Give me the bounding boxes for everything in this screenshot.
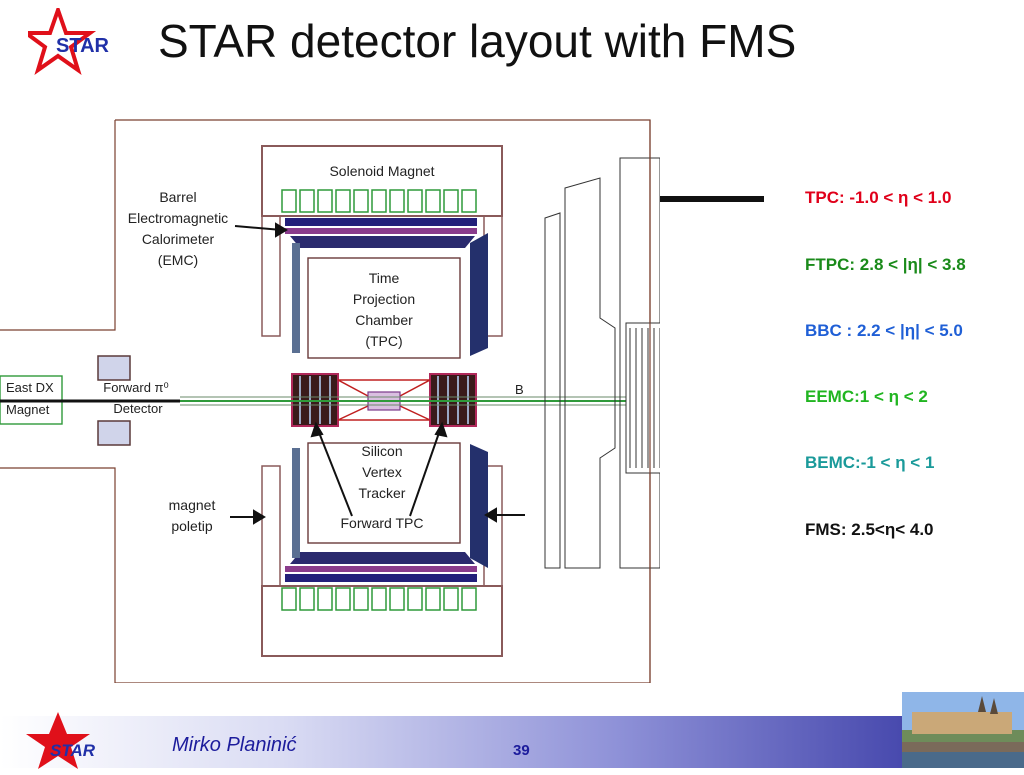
footer-star-logo: STAR (12, 712, 104, 770)
label-ftpc: Forward TPC (341, 515, 424, 531)
coverage-tpc: TPC: -1.0 < η < 1.0 (805, 188, 952, 207)
label-eastdx-1: East DX (6, 380, 54, 395)
label-poletip-1: magnet (169, 497, 216, 513)
coverage-fms: FMS: 2.5<η< 4.0 (805, 520, 934, 539)
tpc-chamber-top (307, 257, 461, 359)
footer-bar (0, 716, 1024, 768)
emc-trapezoid-bottom (290, 552, 475, 564)
label-tpc-3: Chamber (355, 312, 413, 328)
label-emc-1: Barrel (159, 189, 196, 205)
solenoid-coils-bottom (281, 587, 477, 611)
label-svt-1: Silicon (361, 443, 402, 459)
label-fpd-1: Forward π⁰ (103, 380, 168, 395)
solenoid-coils-top (281, 189, 477, 213)
magnet-yoke-top (261, 145, 503, 217)
label-poletip-2: poletip (171, 518, 212, 534)
label-tpc-1: Time (369, 270, 400, 286)
coverage-bemc: BEMC:-1 < η < 1 (805, 453, 935, 472)
magnet-yoke-bottom (261, 585, 503, 657)
label-tpc-4: (TPC) (365, 333, 402, 349)
label-emc-3: Calorimeter (142, 231, 215, 247)
emc-band-bottom-2 (285, 566, 477, 572)
label-emc-4: (EMC) (158, 252, 198, 268)
coverage-eemc: EEMC:1 < η < 2 (805, 387, 928, 406)
label-svt-3: Tracker (359, 485, 406, 501)
city-photo (902, 692, 1024, 768)
label-tpc-2: Projection (353, 291, 415, 307)
endcap-emc-left-bottom (292, 448, 300, 558)
fpd-bottom (97, 420, 131, 446)
magnet-yoke-left-top (261, 215, 281, 337)
label-arrows (230, 222, 525, 525)
page-number: 39 (513, 742, 530, 759)
label-fpd-2: Detector (113, 401, 163, 416)
page-title: STAR detector layout with FMS (158, 15, 797, 67)
coverage-ftpc: FTPC: 2.8 < |η| < 3.8 (805, 255, 966, 274)
west-structure (544, 157, 660, 569)
label-svt-2: Vertex (362, 464, 402, 480)
detector-diagram: Solenoid Magnet Barrel Electromagnetic C… (0, 118, 660, 683)
star-logo: STAR (19, 3, 114, 80)
endcap-emc-right-bottom (470, 444, 488, 568)
logo-text: STAR (56, 35, 110, 57)
label-solenoid: Solenoid Magnet (329, 163, 434, 179)
endcap-emc-left-top (292, 243, 300, 353)
emc-band-top-2 (285, 228, 477, 234)
tpc-chamber-bottom (307, 442, 461, 544)
coverage-bbc: BBC : 2.2 < |η| < 5.0 (805, 321, 963, 340)
label-eastdx-2: Magnet (6, 402, 50, 417)
author-name: Mirko Planinić (172, 734, 297, 756)
footer-logo-text: STAR (50, 741, 96, 760)
star-shape (19, 3, 97, 75)
fpd-top (97, 355, 131, 381)
hall-outline (0, 119, 651, 683)
label-b: B (515, 382, 524, 397)
emc-trapezoid-top (290, 236, 475, 248)
label-emc-2: Electromagnetic (128, 210, 228, 226)
emc-band-bottom (285, 574, 477, 582)
pointer-bar (660, 196, 764, 202)
emc-band-top (285, 218, 477, 226)
magnet-yoke-left-bottom (261, 465, 281, 587)
endcap-emc-right-top (470, 233, 488, 356)
